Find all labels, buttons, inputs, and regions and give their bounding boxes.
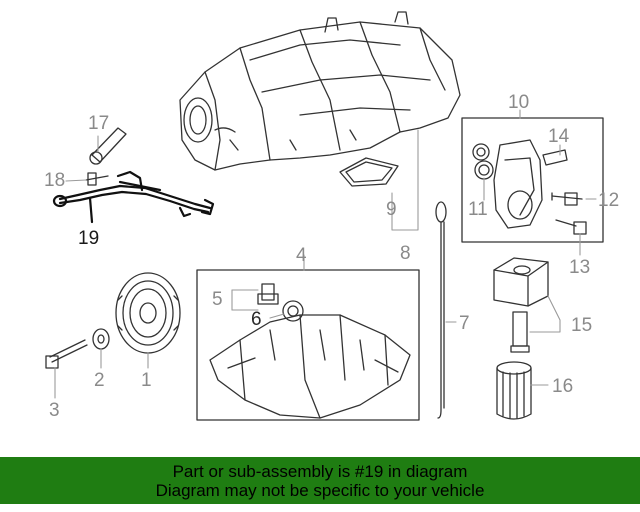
sensor-17-drawing (89, 127, 127, 165)
callout-18: 18 (44, 170, 66, 191)
callout-14: 14 (548, 126, 570, 147)
callout-11: 11 (468, 199, 488, 220)
oil-pan-drawing (209, 314, 411, 419)
callout-8: 8 (400, 243, 411, 264)
dipstick-drawing (435, 201, 447, 419)
callout-13: 13 (569, 257, 591, 278)
oil-filter-housing-drawing (472, 139, 568, 229)
callout-19: 19 (78, 228, 100, 249)
oil-filter-drawing (496, 361, 532, 420)
parts-diagram: 1 2 3 4 5 6 7 8 9 10 11 12 13 14 15 16 1… (44, 11, 620, 421)
callout-17: 17 (88, 113, 110, 134)
leader-lines (54, 109, 597, 399)
washer-drawing (92, 328, 110, 350)
callout-7: 7 (459, 313, 470, 334)
adapter-drawing (510, 311, 530, 353)
wiring-harness-drawing (52, 170, 215, 224)
callout-6: 6 (251, 309, 262, 330)
bolt-12-drawing (551, 192, 583, 206)
callout-16: 16 (552, 376, 574, 397)
crank-bolt-drawing (45, 339, 88, 369)
oil-cooler-drawing (493, 257, 549, 307)
callout-1: 1 (141, 370, 152, 391)
gasket-drawing (339, 157, 399, 187)
banner-line-1: Part or sub-assembly is #19 in diagram (172, 462, 468, 481)
banner-line-2: Diagram may not be specific to your vehi… (155, 481, 485, 500)
callout-10: 10 (508, 92, 530, 113)
callout-9: 9 (386, 199, 397, 220)
callout-12: 12 (598, 190, 620, 211)
callout-4: 4 (296, 245, 307, 266)
callout-5: 5 (212, 289, 223, 310)
bolt-18-drawing (85, 172, 109, 186)
drain-plug-drawing (257, 283, 304, 322)
crank-pulley-drawing (115, 272, 181, 354)
info-banner: Part or sub-assembly is #19 in diagram D… (0, 457, 640, 504)
callout-15: 15 (571, 315, 593, 336)
bolt-13-drawing (555, 219, 587, 235)
intake-manifold-drawing (179, 11, 461, 171)
callout-2: 2 (94, 370, 105, 391)
diagram-drawing (45, 11, 604, 421)
callout-3: 3 (49, 400, 60, 421)
